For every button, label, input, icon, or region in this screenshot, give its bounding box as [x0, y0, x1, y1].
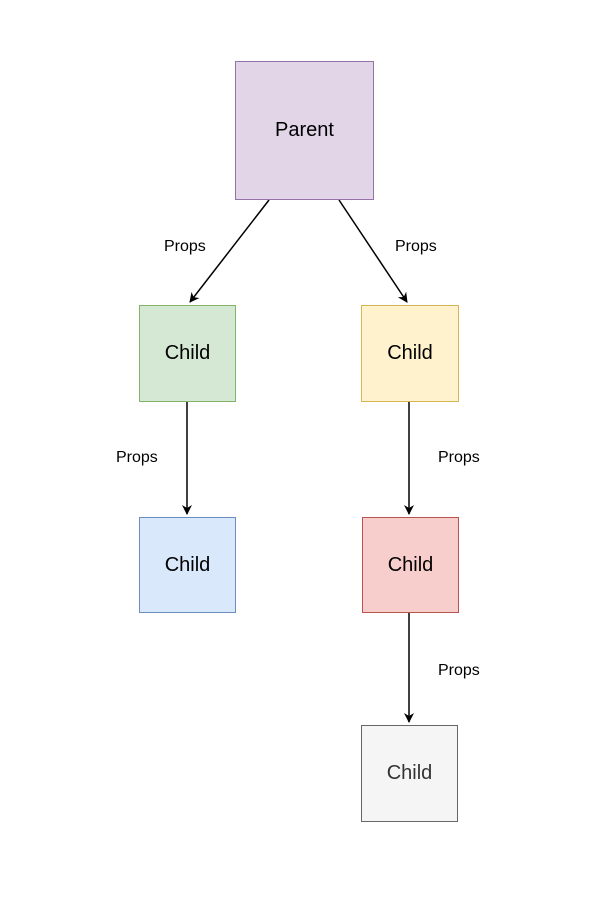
edge-parent-to-child1 [189, 199, 270, 303]
parent-node[interactable]: Parent [235, 61, 374, 200]
edge-label-props: Props [116, 449, 158, 466]
child-node-yellow[interactable]: Child [361, 305, 459, 402]
edge-label-props: Props [438, 662, 480, 679]
child-node-green[interactable]: Child [139, 305, 236, 402]
edge-label-props: Props [395, 238, 437, 255]
edge-parent-to-child2 [338, 199, 408, 303]
edge-label-props: Props [164, 238, 206, 255]
child-node-red[interactable]: Child [362, 517, 459, 613]
edge-label-props: Props [438, 449, 480, 466]
child-node-blue[interactable]: Child [139, 517, 236, 613]
child-node-gray[interactable]: Child [361, 725, 458, 822]
